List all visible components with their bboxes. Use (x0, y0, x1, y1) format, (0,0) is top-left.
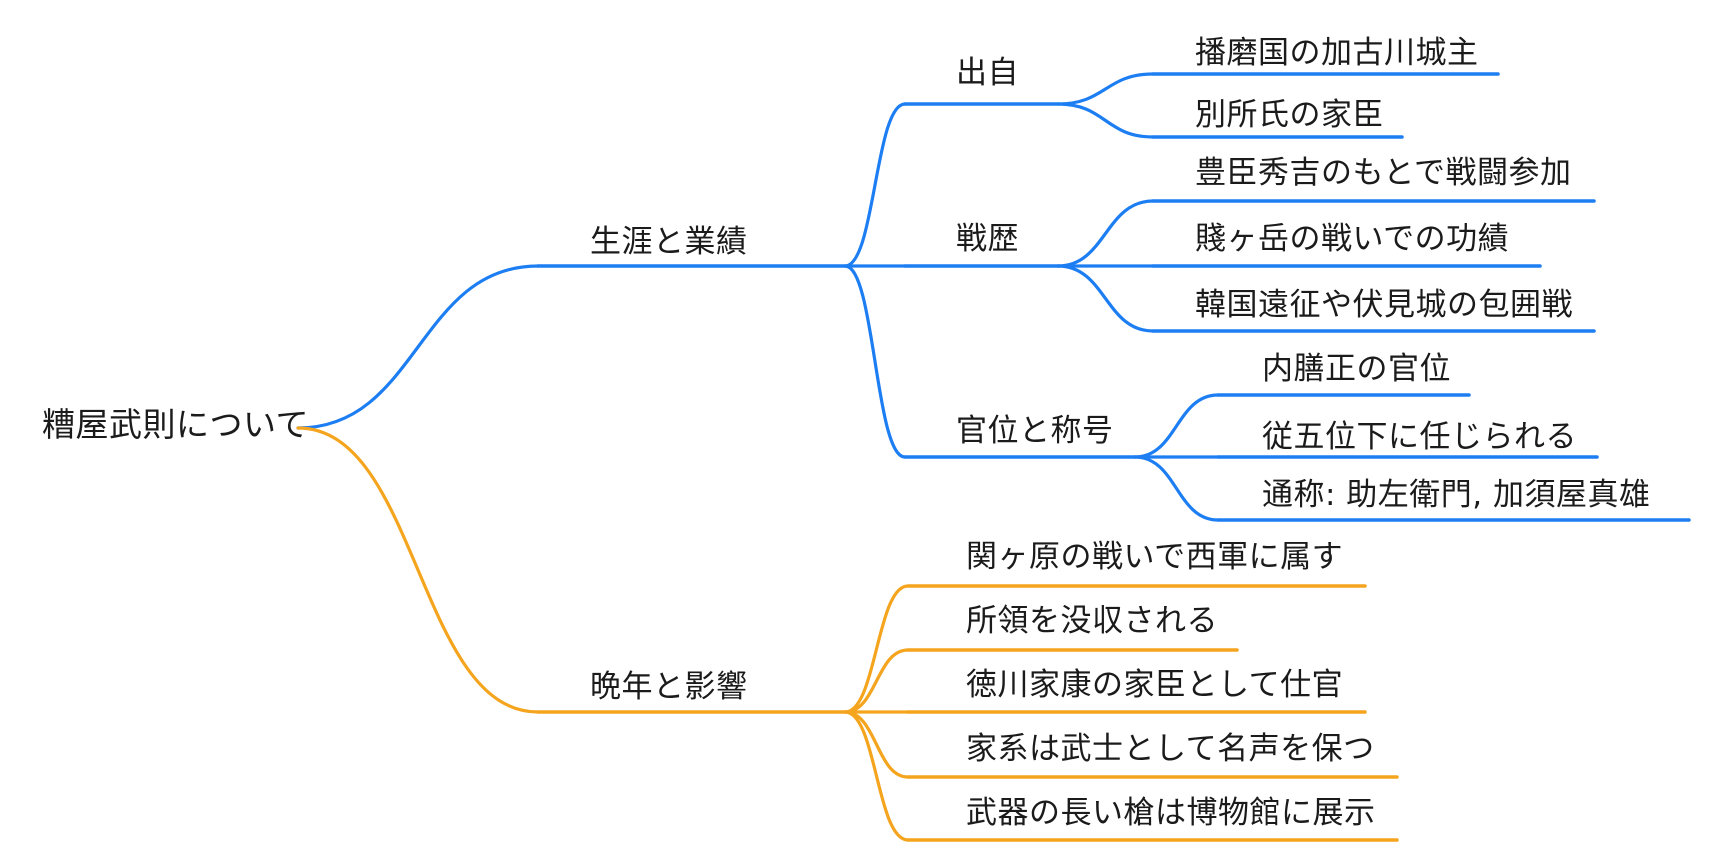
node-label-sekigahara-western-army: 関ヶ原の戦いで西軍に属す (966, 539, 1344, 575)
link-later-years-and-influence--sekigahara-western-army (843, 584, 910, 714)
node-label-harima-kakogawa-lord: 播磨国の加古川城主 (1195, 35, 1479, 71)
node-label-rank-and-titles: 官位と称号 (956, 413, 1114, 449)
link-rank-and-titles--common-names (1133, 455, 1220, 522)
node-label-long-spear-museum: 武器の長い槍は博物館に展示 (966, 795, 1376, 831)
node-label-tokugawa-service: 徳川家康の家臣として仕官 (966, 667, 1344, 703)
link-root--later-years-and-influence (296, 426, 540, 714)
node-label-family-samurai-fame: 家系は武士として名声を保つ (966, 731, 1375, 767)
link-life-and-achievements--origin (843, 102, 907, 268)
node-label-territory-confiscated: 所領を没収される (966, 603, 1218, 639)
link-life-and-achievements--rank-and-titles (843, 264, 907, 459)
node-label-later-years-and-influence: 晩年と影響 (590, 669, 748, 705)
link-origin--harima-kakogawa-lord (1056, 72, 1155, 106)
node-label-common-names: 通称: 助左衛門, 加須屋真雄 (1262, 477, 1651, 513)
node-label-korea-fushimi-siege: 韓国遠征や伏見城の包囲戦 (1195, 287, 1573, 323)
link-later-years-and-influence--family-samurai-fame (843, 710, 910, 779)
node-label-origin: 出自 (956, 55, 1019, 91)
node-label-hideyoshi-battles: 豊臣秀吉のもとで戦闘参加 (1195, 155, 1572, 191)
link-battle-record--hideyoshi-battles (1056, 199, 1155, 268)
node-label-life-and-achievements: 生涯と業績 (590, 224, 748, 260)
node-label-root: 糟屋武則について (42, 405, 310, 444)
node-label-naizen-no-sho-rank: 内膳正の官位 (1262, 351, 1451, 387)
link-later-years-and-influence--territory-confiscated (843, 648, 910, 714)
node-label-shizugatake-merit: 賤ヶ岳の戦いでの功績 (1195, 221, 1510, 257)
node-label-junior-fifth-rank: 従五位下に任じられる (1262, 419, 1577, 455)
link-origin--bessho-vassal (1056, 102, 1155, 139)
link-battle-record--korea-fushimi-siege (1056, 264, 1155, 333)
node-label-battle-record: 戦歴 (956, 221, 1019, 257)
link-rank-and-titles--naizen-no-sho-rank (1133, 393, 1220, 459)
link-later-years-and-influence--long-spear-museum (843, 710, 910, 842)
link-root--life-and-achievements (296, 264, 540, 430)
node-label-bessho-vassal: 別所氏の家臣 (1195, 97, 1384, 133)
